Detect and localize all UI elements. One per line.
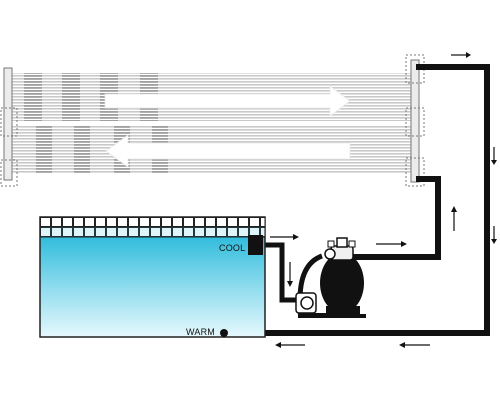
arrow-pump-right — [376, 241, 407, 247]
pool-water — [40, 227, 265, 337]
left-header-pipe — [0, 67, 18, 187]
arrow-right-down-2 — [491, 226, 497, 244]
arrow-top-right — [451, 52, 471, 58]
arrow-bottom-left-2 — [275, 342, 305, 348]
arrow-to-pump-down — [287, 262, 293, 287]
sand-filter-pump — [295, 237, 366, 318]
warm-label: WARM — [186, 327, 215, 337]
pool-outlet-pipe — [262, 242, 300, 303]
panel-clamp-band — [36, 126, 52, 173]
pool — [39, 216, 266, 338]
flow-arrow-left — [105, 134, 351, 168]
panel-clamp-band — [62, 73, 80, 121]
direction-arrows — [270, 52, 497, 348]
supply-pipe — [352, 176, 441, 260]
solar-panel-lower — [10, 126, 415, 173]
arrow-bottom-left-1 — [399, 342, 430, 348]
panel-clamp-band — [24, 73, 42, 121]
arrow-cool-right — [270, 234, 299, 240]
arrow-right-down-1 — [491, 147, 497, 165]
arrow-return-up — [451, 206, 457, 231]
cool-outlet-fitting — [248, 235, 263, 255]
panel-clamp-band — [74, 126, 90, 173]
flow-arrow-right — [104, 85, 351, 117]
filter-tank — [320, 253, 364, 313]
return-pipe — [226, 64, 490, 336]
pipe-network — [226, 64, 490, 336]
pool-tile-border — [40, 217, 265, 227]
cool-label: COOL — [219, 243, 246, 253]
solar-panel-upper — [10, 73, 415, 121]
warm-inlet-fitting — [220, 329, 228, 337]
